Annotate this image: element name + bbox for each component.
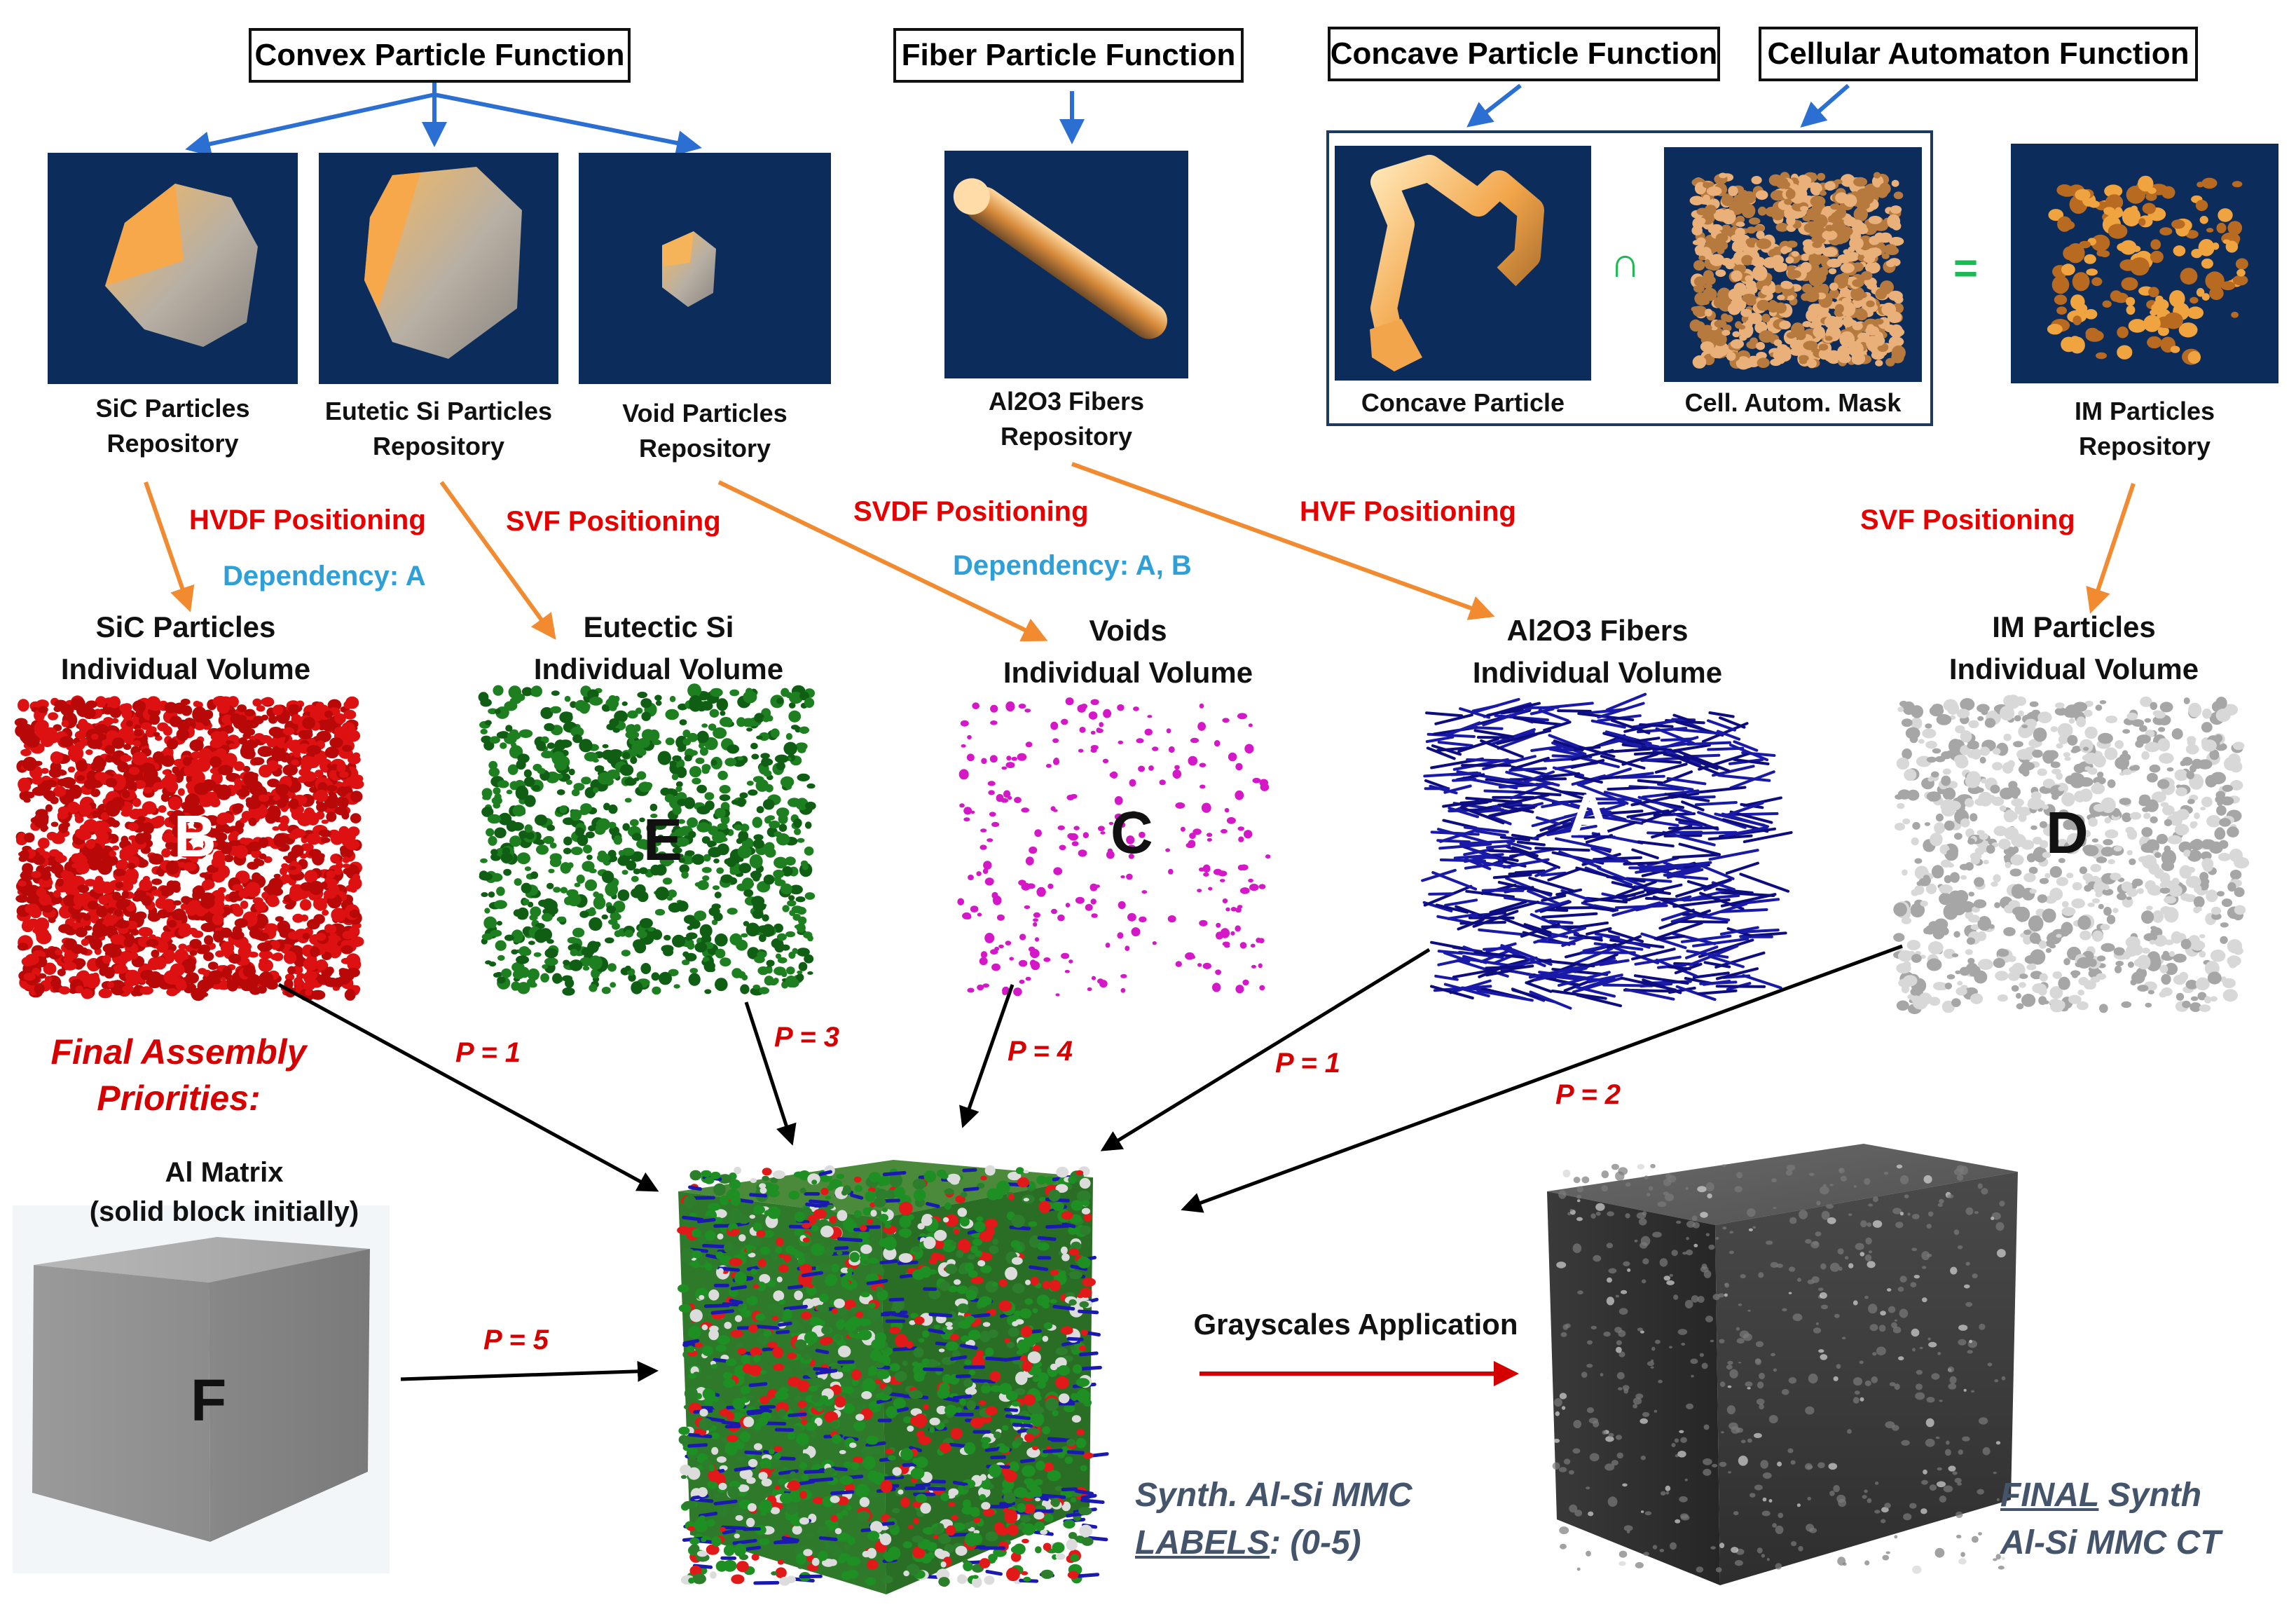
eutectic-repository-image bbox=[319, 153, 558, 384]
hvdf-positioning-label: HVDF Positioning bbox=[189, 505, 426, 535]
convex-function-box: Convex Particle Function bbox=[249, 28, 631, 83]
final-ct-line2: Al-Si MMC CT bbox=[2000, 1524, 2221, 1561]
im-volume-image bbox=[1893, 695, 2250, 1015]
priority-matrix: P = 5 bbox=[483, 1325, 549, 1355]
svf-positioning-label-1: SVF Positioning bbox=[506, 506, 721, 537]
al-matrix-title: Al Matrix(solid block initially) bbox=[89, 1157, 359, 1227]
im-repository-image bbox=[2011, 144, 2278, 383]
cellular-function-box: Cellular Automaton Function bbox=[1759, 27, 2198, 81]
final-ct-line1: FINAL Synth bbox=[2000, 1477, 2202, 1514]
fiber-repository-image bbox=[944, 151, 1188, 378]
concave-cellular-cluster bbox=[1326, 130, 1933, 426]
priority-im: P = 2 bbox=[1555, 1079, 1621, 1110]
matrix-letter-f: F bbox=[191, 1367, 227, 1433]
svf-positioning-label-2: SVF Positioning bbox=[1860, 505, 2075, 535]
synth-labels-note: Synth. Al-Si MMC LABELS: (0-5) bbox=[1135, 1472, 1412, 1567]
hvf-positioning-label: HVF Positioning bbox=[1300, 496, 1516, 527]
synth-labels-line2: LABELS: (0-5) bbox=[1135, 1524, 1361, 1561]
volume-letter-b: B bbox=[174, 803, 216, 869]
priority-sic: P = 1 bbox=[455, 1037, 521, 1068]
synth-labels-line1: Synth. Al-Si MMC bbox=[1135, 1477, 1412, 1514]
intersection-operator: ∩ bbox=[1610, 239, 1641, 286]
equals-operator: = bbox=[1953, 245, 1979, 292]
concave-particle-image bbox=[1335, 146, 1591, 381]
svdf-positioning-label: SVDF Positioning bbox=[853, 496, 1089, 527]
al-matrix-cube bbox=[13, 1205, 390, 1573]
final-ct-cube bbox=[1547, 1144, 2018, 1585]
volume-letter-d: D bbox=[2046, 800, 2089, 866]
cellular-function-label: Cellular Automaton Function bbox=[1767, 36, 2190, 71]
dependency-a-label: Dependency: A bbox=[223, 561, 426, 591]
dependency-ab-label: Dependency: A, B bbox=[953, 550, 1192, 581]
assembly-arrows bbox=[277, 944, 1903, 1382]
concave-function-label: Concave Particle Function bbox=[1330, 36, 1718, 71]
grayscale-label: Grayscales Application bbox=[1193, 1308, 1518, 1341]
eutectic-volume-image bbox=[478, 683, 816, 996]
convex-function-label: Convex Particle Function bbox=[254, 38, 625, 72]
synthetic-labels-cube bbox=[677, 1160, 1109, 1594]
sic-repository-image bbox=[48, 153, 298, 384]
positioning-arrows bbox=[144, 462, 2136, 642]
fiber-function-box: Fiber Particle Function bbox=[893, 28, 1244, 83]
convex-function-arrows bbox=[185, 78, 1850, 157]
volume-letter-c: C bbox=[1111, 800, 1153, 866]
fibers-volume-image bbox=[1421, 692, 1793, 1010]
cell-mask-caption: Cell. Autom. Mask bbox=[1684, 388, 1902, 417]
concave-particle-caption: Concave Particle bbox=[1361, 388, 1565, 417]
cellular-automaton-mask-image bbox=[1664, 147, 1922, 382]
priority-eutectic: P = 3 bbox=[774, 1022, 840, 1053]
volume-letter-a: A bbox=[1568, 782, 1611, 848]
voids-volume-image bbox=[957, 697, 1271, 997]
priority-fibers: P = 1 bbox=[1275, 1048, 1341, 1079]
priority-voids: P = 4 bbox=[1008, 1036, 1073, 1067]
concave-function-box: Concave Particle Function bbox=[1328, 27, 1720, 81]
final-ct-note: FINAL Synth Al-Si MMC CT bbox=[2000, 1472, 2221, 1567]
fiber-function-label: Fiber Particle Function bbox=[901, 38, 1236, 72]
sic-volume-image bbox=[14, 695, 364, 1001]
void-repository-image bbox=[579, 153, 831, 384]
volume-letter-e: E bbox=[643, 807, 683, 873]
